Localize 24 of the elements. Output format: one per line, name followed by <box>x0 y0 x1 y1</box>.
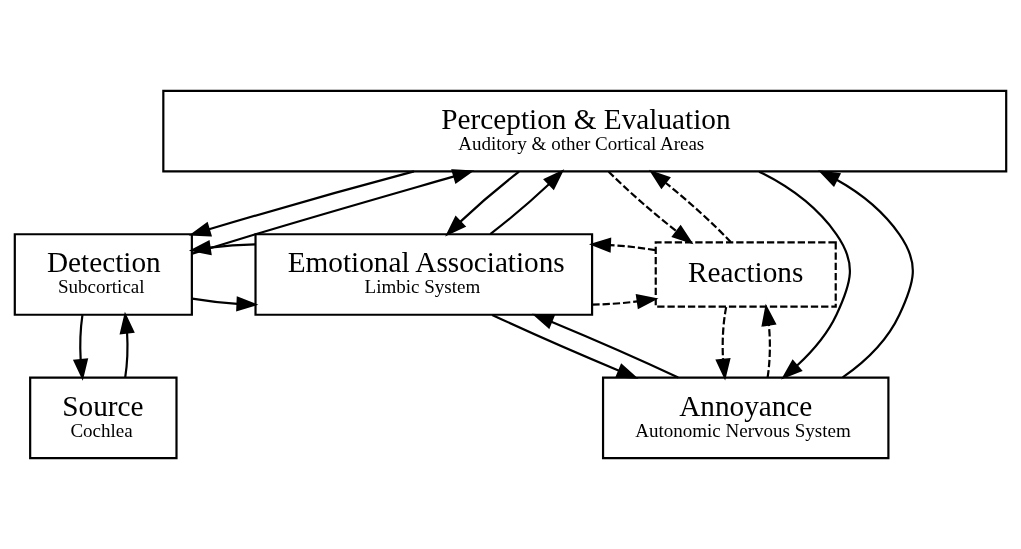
arrow <box>72 314 89 381</box>
node-box: Source Cochlea <box>29 376 178 460</box>
node-box: Emotional Associations Limbic System <box>254 233 594 316</box>
arrow <box>491 313 639 379</box>
arrow <box>192 296 259 312</box>
arrow <box>761 303 777 378</box>
arrow <box>191 169 475 255</box>
node-box: Reactions <box>654 241 837 308</box>
node-box: Perception & Evaluation Auditory & other Cortical Areas <box>162 89 1008 173</box>
arrow <box>715 306 731 381</box>
arrow <box>818 170 914 379</box>
node-box: Detection Subcortical <box>13 233 193 316</box>
arrow <box>489 169 565 235</box>
arrow <box>648 169 732 243</box>
arrow <box>188 170 415 237</box>
arrow <box>592 293 659 310</box>
arrow <box>119 311 135 378</box>
arrow <box>445 170 520 237</box>
arrow <box>188 239 256 256</box>
arrow <box>531 313 679 379</box>
arrow <box>758 170 851 380</box>
node-box: Annoyance Autonomic Nervous System <box>601 376 890 460</box>
arrow <box>607 170 694 245</box>
arrow <box>589 237 656 253</box>
